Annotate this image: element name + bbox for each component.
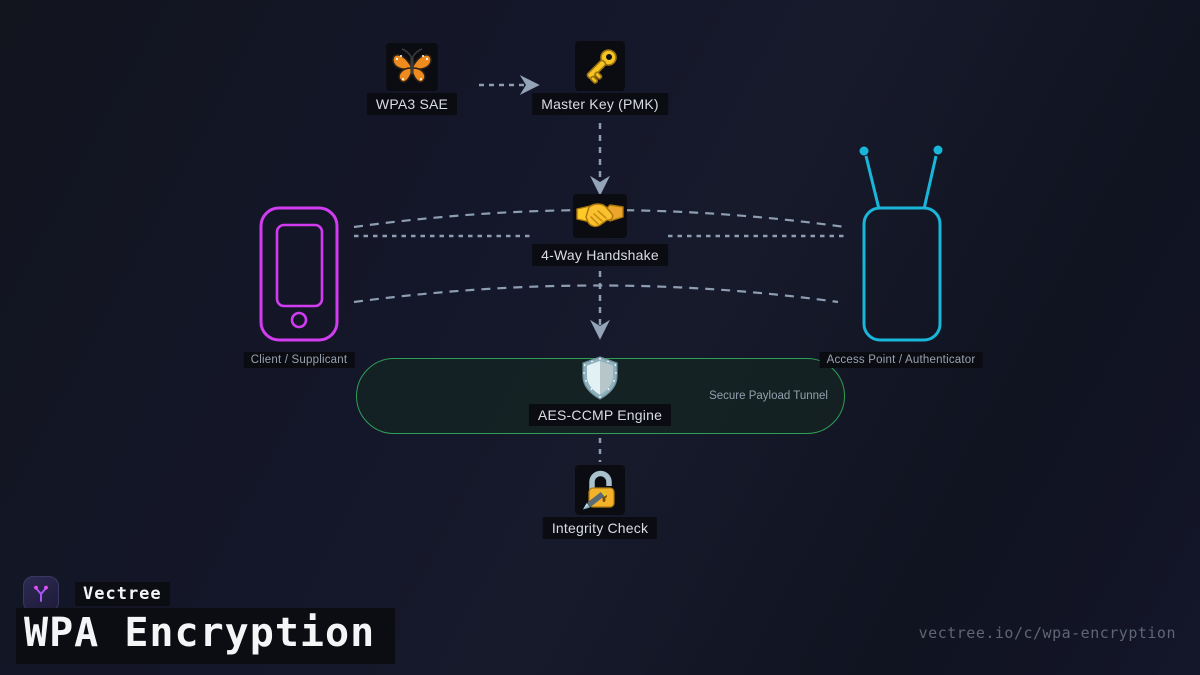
label-aes-ccmp: AES-CCMP Engine bbox=[528, 404, 672, 426]
router-antenna-icon bbox=[859, 145, 943, 342]
locked-with-pen-icon bbox=[575, 465, 625, 515]
page-title: WPA Encryption bbox=[16, 608, 396, 664]
label-access-point: Access Point / Authenticator bbox=[819, 352, 983, 368]
vectree-branch-icon bbox=[34, 585, 48, 602]
handshake-icon bbox=[573, 194, 627, 238]
shield-icon bbox=[576, 353, 624, 403]
smartphone-icon bbox=[259, 206, 339, 342]
brand-name: Vectree bbox=[75, 582, 170, 606]
label-integrity: Integrity Check bbox=[542, 517, 658, 539]
label-wpa3-sae: WPA3 SAE bbox=[366, 93, 458, 115]
connector-arc-lower bbox=[353, 284, 839, 304]
vectree-logo bbox=[23, 576, 59, 612]
page-url: vectree.io/c/wpa-encryption bbox=[918, 624, 1176, 642]
brand-row: Vectree bbox=[23, 576, 170, 612]
secure-tunnel-sublabel: Secure Payload Tunnel bbox=[709, 390, 828, 402]
butterfly-icon bbox=[386, 43, 438, 91]
key-icon bbox=[575, 41, 625, 91]
label-master-key: Master Key (PMK) bbox=[532, 93, 668, 115]
label-client: Client / Supplicant bbox=[243, 352, 355, 368]
label-handshake: 4-Way Handshake bbox=[532, 244, 668, 266]
